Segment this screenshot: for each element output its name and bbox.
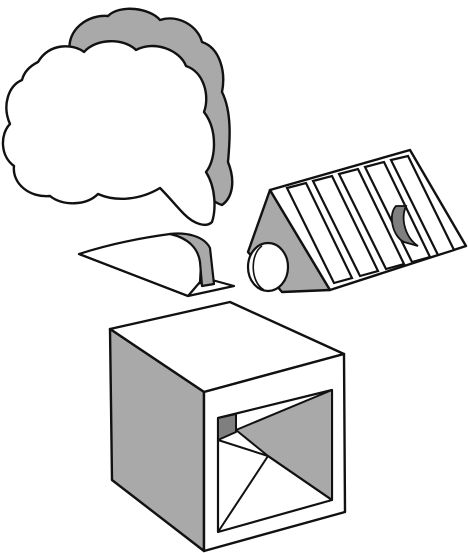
wedge-ramp — [79, 234, 234, 296]
open-cube-frame — [110, 302, 345, 551]
wedge-top — [79, 234, 202, 296]
cloud-body — [3, 41, 215, 225]
thought-cloud — [3, 9, 232, 225]
triangular-prism-with-slots — [248, 150, 466, 292]
